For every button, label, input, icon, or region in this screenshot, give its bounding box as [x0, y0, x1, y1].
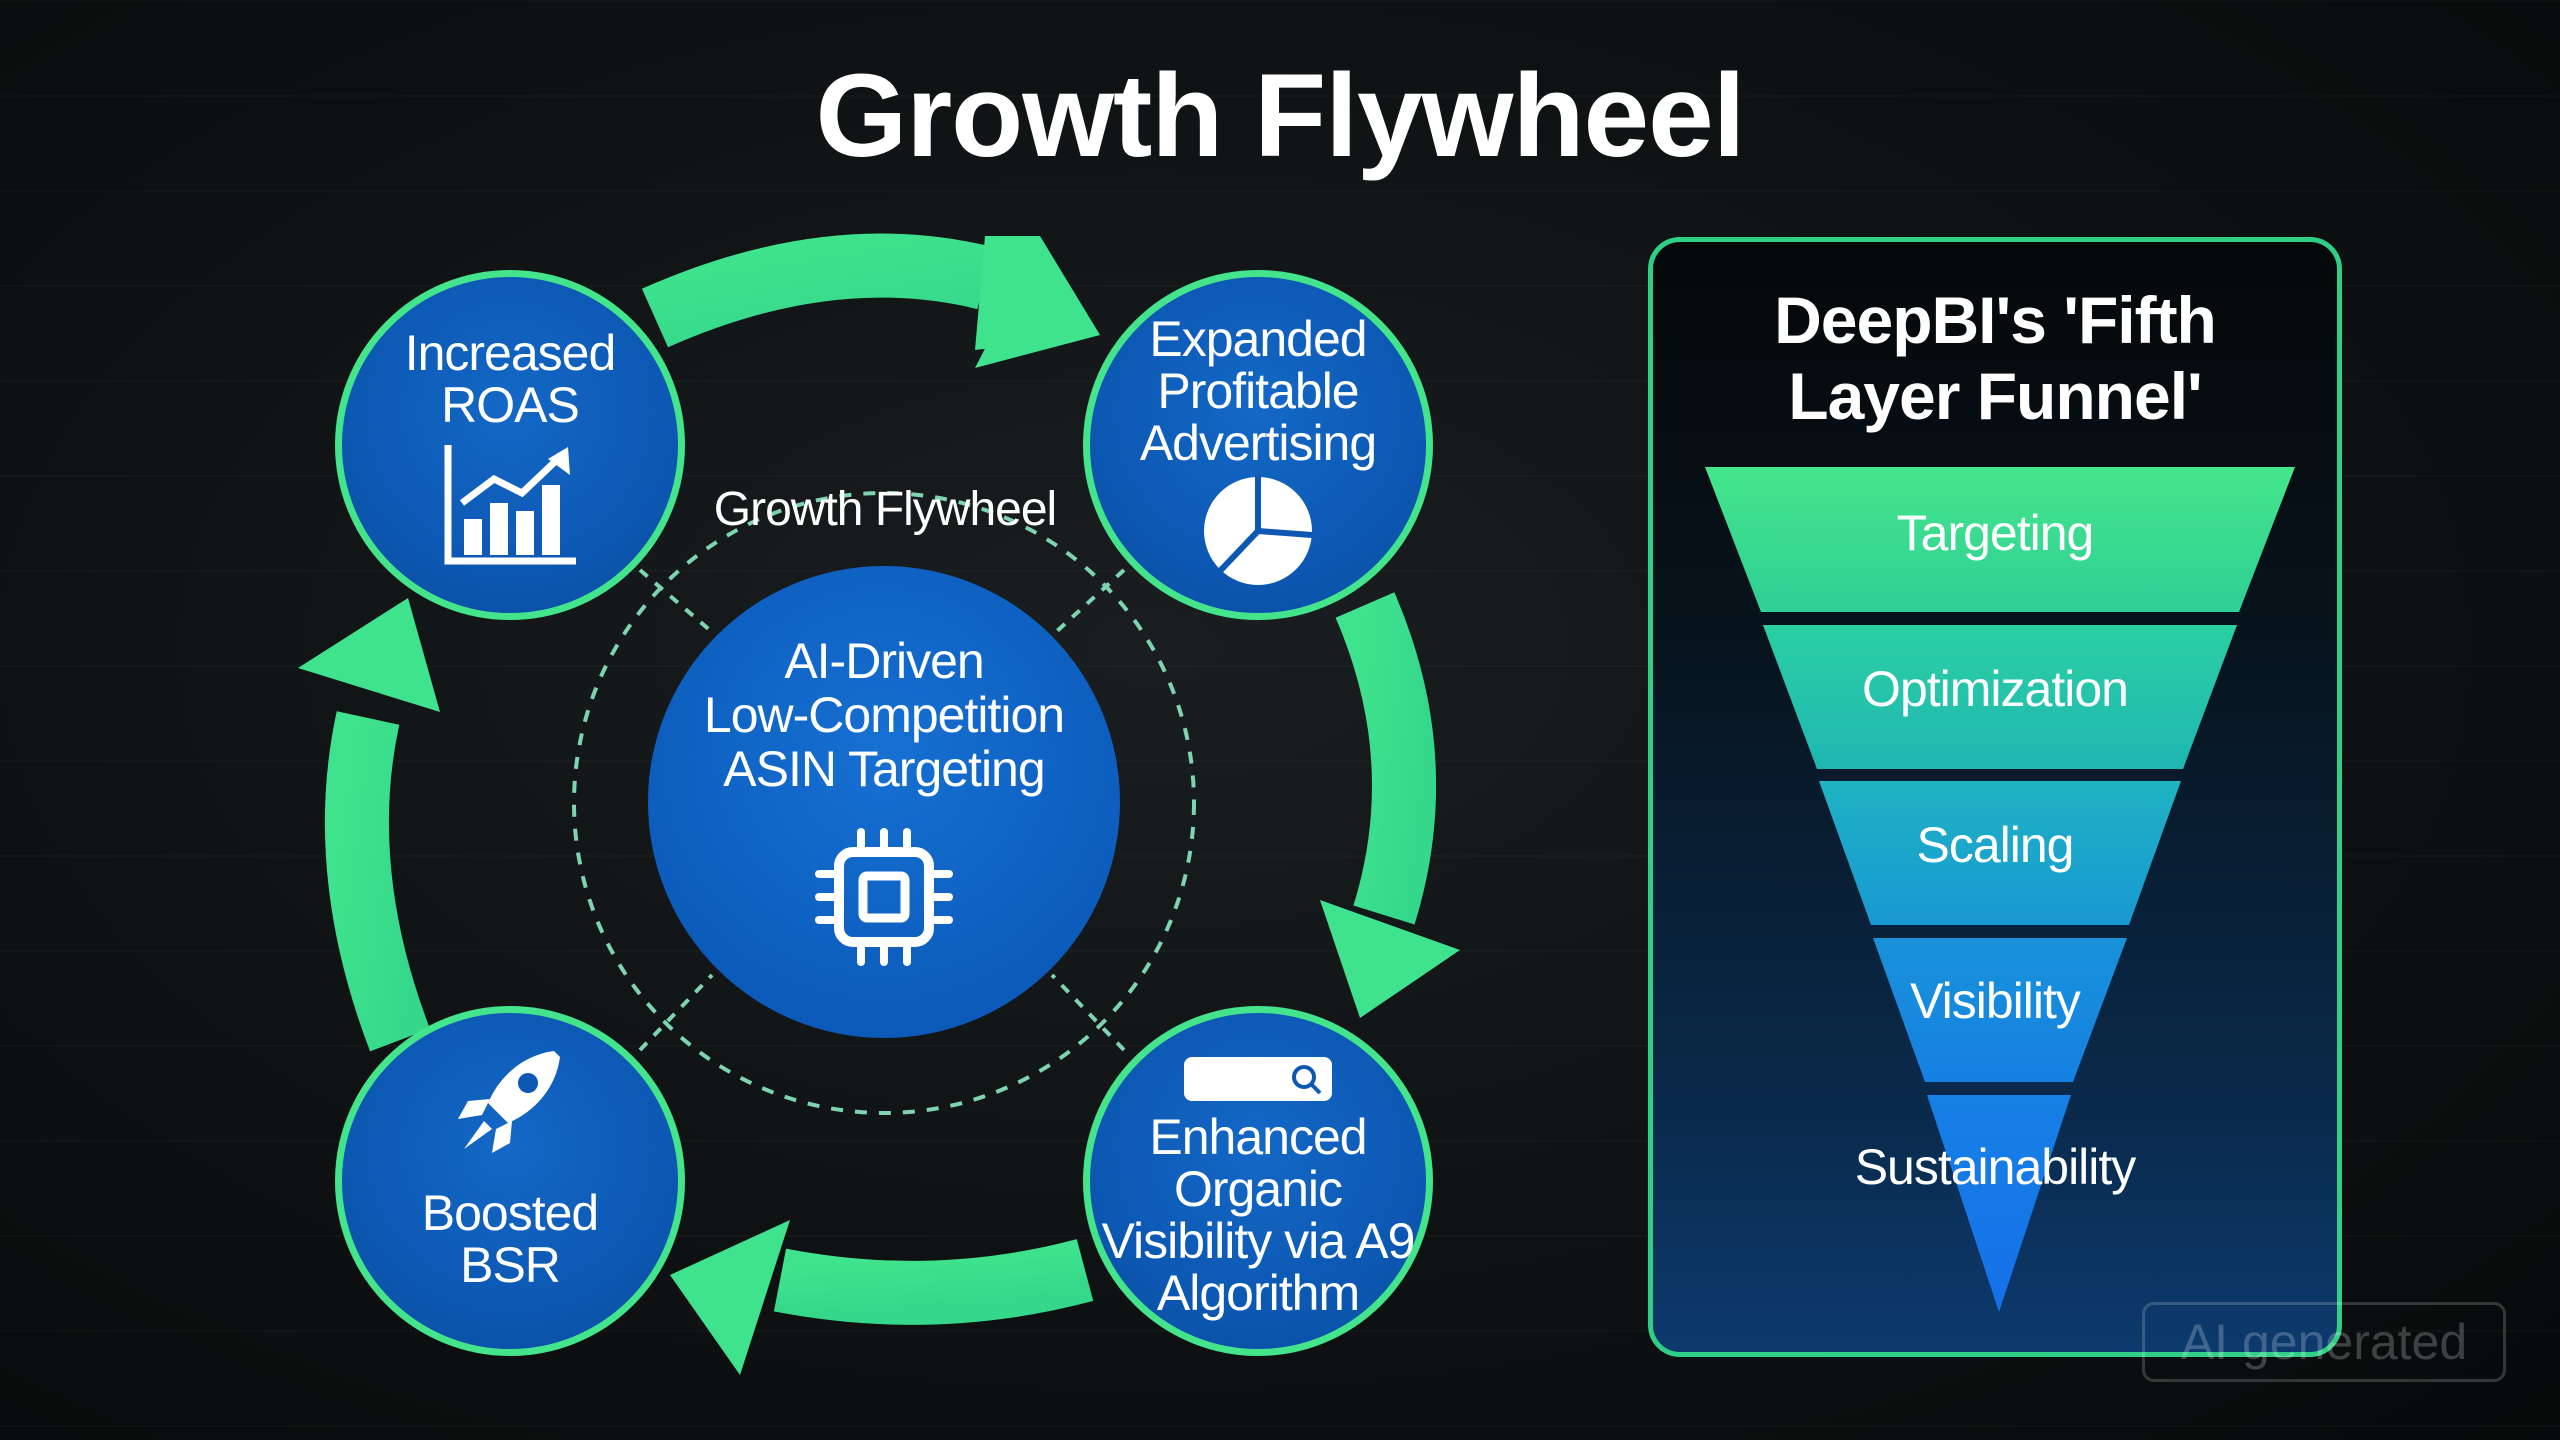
node-enhanced-organic-visibility: Enhanced Organic Visibility via A9 Algor… — [1083, 1006, 1433, 1356]
arrow-head — [298, 598, 440, 712]
bar-chart-icon — [444, 445, 576, 565]
funnel-title-line: DeepBI's 'Fifth — [1774, 283, 2217, 357]
node-label-line: BSR — [460, 1237, 561, 1293]
center-label-line: Low-Competition — [703, 687, 1065, 743]
node-label-line: Expanded — [1149, 311, 1367, 367]
connector-line — [638, 973, 714, 1052]
center-label-line: AI-Driven — [784, 633, 984, 689]
ai-generated-badge: AI generated — [2142, 1302, 2506, 1382]
flywheel-label: Growth Flywheel — [713, 483, 1057, 536]
node-label-line: Profitable — [1157, 363, 1359, 419]
connector-line — [1054, 568, 1126, 634]
arrow-right — [1335, 592, 1437, 925]
arrow-head — [670, 1220, 790, 1375]
page-title: Growth Flywheel — [815, 50, 1745, 182]
dashed-orbit — [572, 491, 1196, 1115]
node-label-line: Visibility via A9 — [1101, 1213, 1416, 1269]
funnel-layer-optimization — [1763, 625, 2237, 769]
funnel-graphic — [1705, 467, 2295, 1312]
funnel-panel: DeepBI's 'Fifth Layer Funnel' Targeting … — [1648, 237, 2342, 1357]
center-node-ai-targeting: AI-Driven Low-Competition ASIN Targeting — [648, 566, 1120, 1038]
connector-line — [638, 568, 714, 634]
node-increased-roas: Increased ROAS — [335, 270, 685, 620]
rocket-icon — [458, 1051, 560, 1153]
funnel-title: DeepBI's 'Fifth Layer Funnel' — [1653, 282, 2337, 434]
funnel-label-optimization: Optimization — [1862, 661, 2129, 717]
funnel-label-sustainability: Sustainability — [1854, 1139, 2137, 1195]
funnel-layer-targeting — [1705, 467, 2295, 612]
node-boosted-bsr: Boosted BSR — [335, 1006, 685, 1356]
funnel-label-scaling: Scaling — [1916, 817, 2075, 873]
node-label-line: Increased — [404, 325, 617, 381]
funnel-label-visibility: Visibility — [1910, 973, 2081, 1029]
flywheel-arrows — [298, 233, 1460, 1375]
funnel-label-targeting: Targeting — [1896, 505, 2095, 561]
node-label-line: ROAS — [441, 377, 580, 433]
arrow-head — [1320, 900, 1460, 1018]
node-label-line: Organic — [1173, 1161, 1343, 1217]
search-bar-icon — [1184, 1057, 1332, 1101]
funnel-layer-sustainability — [1927, 1095, 2071, 1312]
arrow-top — [641, 233, 993, 348]
node-label-line: Advertising — [1139, 415, 1377, 471]
chip-icon — [815, 828, 953, 966]
funnel-title-line: Layer Funnel' — [1788, 359, 2202, 433]
node-label-line: Enhanced — [1149, 1109, 1367, 1165]
pie-chart-icon — [1204, 475, 1313, 585]
arrow-bottom — [773, 1239, 1094, 1325]
node-label-line: Algorithm — [1156, 1265, 1360, 1321]
funnel-layer-scaling — [1819, 781, 2181, 925]
node-expanded-advertising: Expanded Profitable Advertising — [1083, 270, 1433, 620]
arrow-left — [324, 711, 430, 1052]
arrow-head — [975, 236, 1100, 350]
funnel-layer-visibility — [1873, 938, 2127, 1082]
center-label-line: ASIN Targeting — [723, 741, 1045, 797]
node-label-line: Boosted — [421, 1185, 599, 1241]
connector-line — [1050, 973, 1126, 1052]
